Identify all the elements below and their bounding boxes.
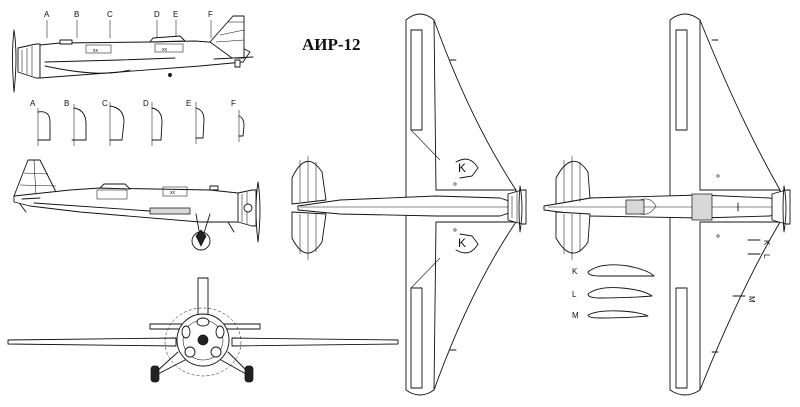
front-view: [7, 277, 399, 383]
profile-label-c: C: [102, 99, 108, 108]
section-label-e: E: [173, 10, 178, 19]
profile-label-b: B: [64, 99, 69, 108]
cut-label-m: M: [747, 296, 756, 303]
svg-text:xx: xx: [162, 47, 168, 53]
svg-text:xx: xx: [170, 190, 176, 196]
profile-label-a: A: [30, 99, 36, 108]
section-label-a: A: [44, 10, 50, 19]
airfoil-label-k: K: [572, 267, 578, 276]
cut-label-k: K: [762, 240, 771, 246]
profile-label-d: D: [143, 99, 149, 108]
svg-text:xx: xx: [93, 48, 99, 54]
section-label-f: F: [208, 10, 213, 19]
fuselage-sections: A B C D E F: [30, 99, 245, 146]
section-label-c: C: [107, 10, 113, 19]
bottom-view: K L M: [543, 13, 791, 396]
svg-text:K: K: [458, 236, 466, 250]
profile-label-f: F: [231, 99, 236, 108]
top-view: K K: [291, 13, 527, 396]
side-view-bottom: xx: [13, 159, 261, 251]
cut-label-l: L: [762, 254, 771, 259]
drawing-title: АИР-12: [302, 35, 361, 54]
section-label-b: B: [74, 10, 79, 19]
airfoil-label-l: L: [572, 290, 577, 299]
airfoil-label-m: M: [572, 311, 579, 320]
airfoil-sections: K L M: [572, 264, 655, 320]
profile-label-e: E: [186, 99, 191, 108]
section-label-d: D: [154, 10, 160, 19]
svg-text:K: K: [458, 161, 466, 175]
side-view-top: A B C D E F xx xx: [12, 10, 254, 93]
